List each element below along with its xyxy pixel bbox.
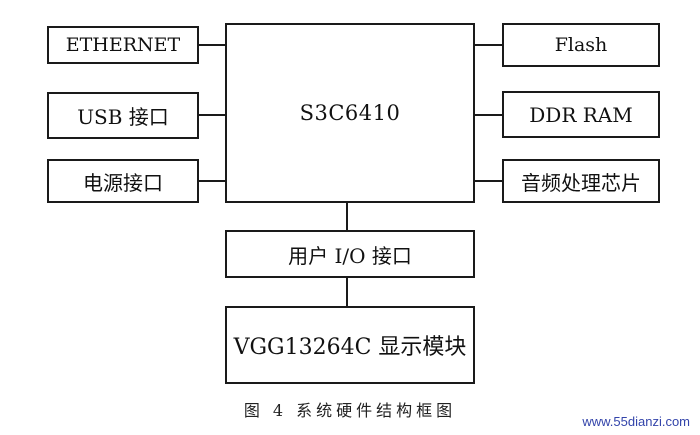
- display-module-block: VGG13264C 显示模块: [225, 306, 475, 384]
- power-interface-label: 电源接口: [83, 170, 163, 195]
- usb-interface-block: USB 接口: [47, 92, 199, 139]
- ddr-ram-block: DDR RAM: [502, 91, 660, 138]
- ddr-ram-label: DDR RAM: [529, 102, 633, 127]
- user-io-block: 用户 I/O 接口: [225, 230, 475, 278]
- display-module-label: VGG13264C 显示模块: [233, 335, 467, 360]
- usb-interface-label: USB 接口: [77, 105, 169, 129]
- cpu-label: S3C6410: [299, 101, 401, 125]
- flash-label: Flash: [554, 34, 608, 56]
- ethernet-block: ETHERNET: [47, 26, 199, 64]
- flash-block: Flash: [502, 23, 660, 67]
- connector-ethernet-cpu: [199, 44, 225, 46]
- connector-usb-cpu: [199, 114, 225, 116]
- watermark-text: www.55dianzi.com: [582, 414, 690, 429]
- connector-cpu-user-io: [346, 203, 348, 230]
- audio-chip-label: 音频处理芯片: [521, 170, 641, 195]
- connector-cpu-audio: [475, 180, 502, 182]
- connector-user-io-display: [346, 278, 348, 306]
- connector-cpu-flash: [475, 44, 502, 46]
- connector-power-cpu: [199, 180, 225, 182]
- ethernet-label: ETHERNET: [65, 34, 181, 56]
- power-interface-block: 电源接口: [47, 159, 199, 203]
- connector-cpu-ddr: [475, 114, 502, 116]
- figure-caption: 图 4 系统硬件结构框图: [243, 401, 457, 420]
- cpu-block: S3C6410: [225, 23, 475, 203]
- user-io-label: 用户 I/O 接口: [288, 243, 412, 268]
- audio-chip-block: 音频处理芯片: [502, 159, 660, 203]
